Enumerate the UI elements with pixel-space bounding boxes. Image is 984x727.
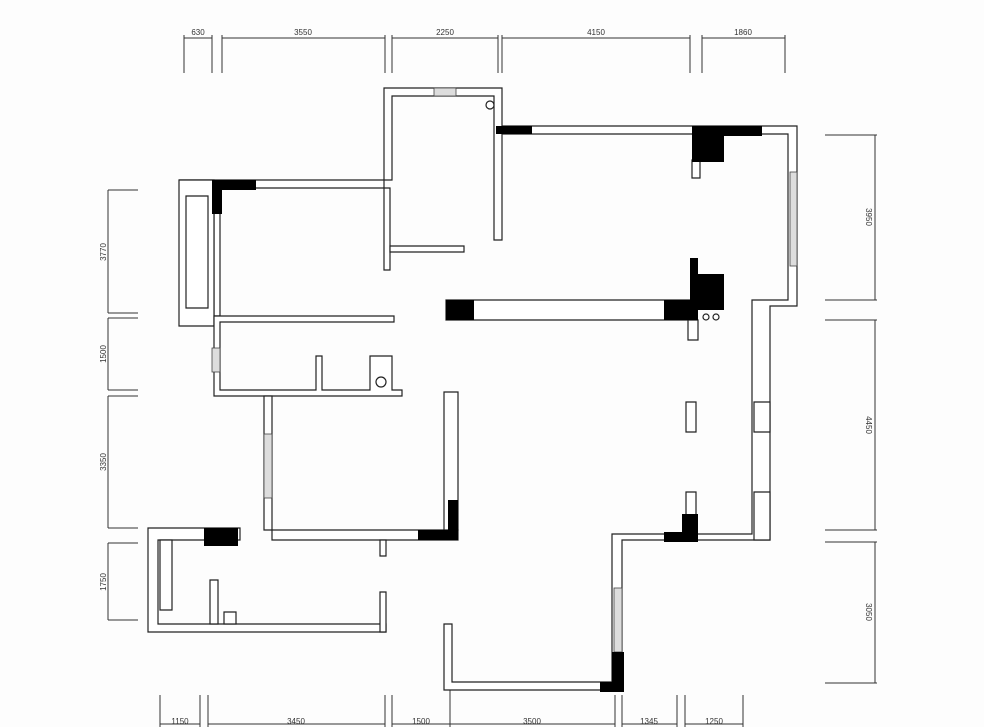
dim-right-1: 3950 bbox=[864, 208, 873, 226]
structural-columns bbox=[204, 126, 762, 692]
bottom-dimensions: 1150 3450 1500 3500 1345 1250 bbox=[159, 690, 744, 727]
fixture-icon bbox=[375, 376, 387, 388]
windows bbox=[211, 87, 798, 653]
dim-left-4: 1750 bbox=[99, 573, 108, 591]
dim-left-3: 3350 bbox=[99, 453, 108, 471]
dim-bottom-4: 3500 bbox=[523, 717, 541, 726]
right-dimensions: 3950 4450 3050 bbox=[825, 134, 877, 684]
walls bbox=[147, 87, 798, 691]
top-dimensions: 630 3550 2250 4150 1860 bbox=[183, 28, 786, 73]
dim-bottom-2: 3450 bbox=[287, 717, 305, 726]
dim-bottom-1: 1150 bbox=[171, 717, 189, 726]
dim-top-3: 2250 bbox=[436, 28, 454, 37]
fixture-icon bbox=[712, 313, 720, 321]
fixture-icon bbox=[485, 100, 495, 110]
dim-right-3: 3050 bbox=[864, 603, 873, 621]
dim-bottom-6: 1250 bbox=[705, 717, 723, 726]
dim-bottom-5: 1345 bbox=[640, 717, 658, 726]
fixture-icon bbox=[702, 313, 710, 321]
dim-top-2: 3550 bbox=[294, 28, 312, 37]
dim-top-5: 1860 bbox=[734, 28, 752, 37]
dim-left-2: 1500 bbox=[99, 345, 108, 363]
dim-top-4: 4150 bbox=[587, 28, 605, 37]
dim-bottom-3: 1500 bbox=[412, 717, 430, 726]
dim-right-2: 4450 bbox=[864, 416, 873, 434]
dim-left-1: 3770 bbox=[99, 243, 108, 261]
left-dimensions: 3770 1500 3350 1750 bbox=[99, 189, 138, 621]
dim-top-1: 630 bbox=[191, 28, 205, 37]
